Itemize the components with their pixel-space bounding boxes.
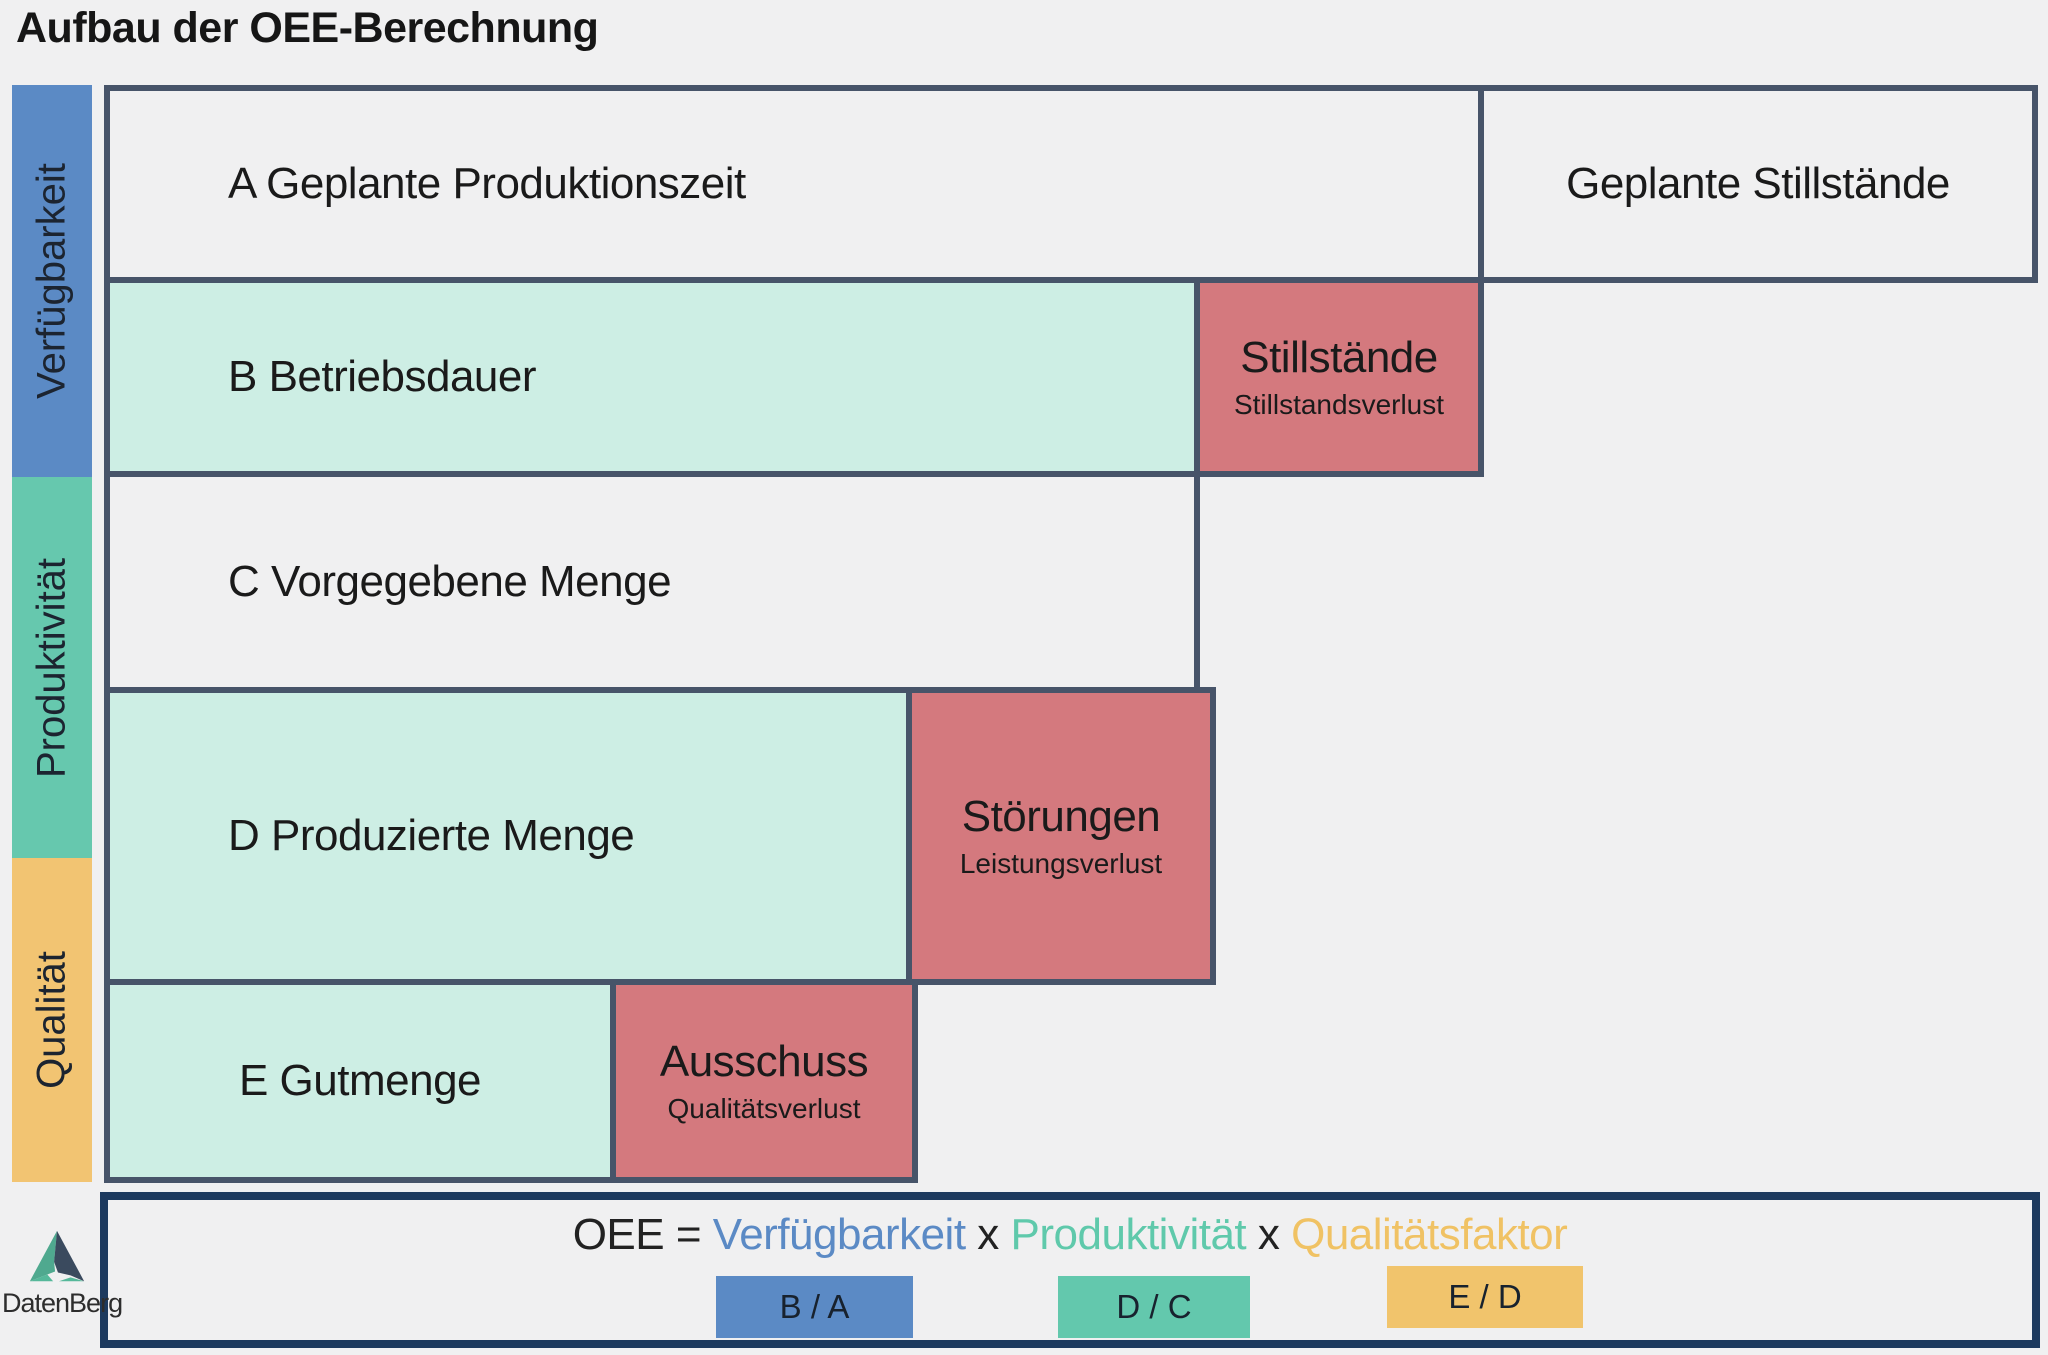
formula-bar: OEE = Verfügbarkeit x Produktivität x Qu… (100, 1192, 2040, 1348)
datenberg-triangle-icon (29, 1230, 85, 1282)
box-good-quantity: E Gutmenge (104, 979, 616, 1183)
sidebar-band-produktivitaet: Produktivität (12, 477, 92, 858)
box-planned-stops: Geplante Stillstände (1478, 85, 2038, 283)
box-produced-quantity-label: D Produzierte Menge (228, 811, 635, 860)
box-downtime-loss-subtitle: Stillstandsverlust (1233, 389, 1445, 420)
box-downtime-loss-title: Stillstände (1240, 333, 1438, 382)
ratio-box-productivity: D / C (1058, 1276, 1250, 1338)
sidebar-label-verfuegbarkeit: Verfügbarkeit (29, 163, 74, 399)
box-performance-loss: Störungen Leistungsverlust (906, 687, 1216, 985)
formula-prefix: OEE = (572, 1210, 702, 1259)
datenberg-logo: DatenBerg (2, 1228, 123, 1319)
formula-operator-1: x (977, 1210, 999, 1259)
box-downtime-loss: Stillstände Stillstandsverlust (1194, 277, 1484, 477)
box-quality-loss-subtitle: Qualitätsverlust (667, 1093, 861, 1124)
box-target-quantity: C Vorgegebene Menge (104, 471, 1200, 693)
box-performance-loss-title: Störungen (961, 792, 1161, 841)
ratio-box-quality: E / D (1387, 1266, 1583, 1328)
box-planned-production-time-label: A Geplante Produktionszeit (228, 159, 746, 208)
page-title: Aufbau der OEE-Berechnung (16, 4, 599, 52)
box-planned-production-time: A Geplante Produktionszeit (104, 85, 1484, 283)
formula-term-availability: Verfügbarkeit (712, 1210, 966, 1259)
sidebar-label-produktivitaet: Produktivität (29, 557, 74, 778)
formula-term-productivity: Produktivität (1010, 1210, 1247, 1259)
formula-text: OEE = Verfügbarkeit x Produktivität x Qu… (108, 1210, 2032, 1260)
box-quality-loss-title: Ausschuss (659, 1037, 869, 1086)
box-planned-stops-label: Geplante Stillstände (1566, 159, 1950, 208)
box-produced-quantity: D Produzierte Menge (104, 687, 912, 985)
box-operating-time: B Betriebsdauer (104, 277, 1200, 477)
formula-operator-2: x (1257, 1210, 1280, 1259)
box-quality-loss: Ausschuss Qualitätsverlust (610, 979, 918, 1183)
sidebar-band-verfuegbarkeit: Verfügbarkeit (12, 85, 92, 477)
box-target-quantity-label: C Vorgegebene Menge (228, 557, 672, 606)
ratio-box-availability: B / A (716, 1276, 913, 1338)
datenberg-logo-text: DatenBerg (2, 1288, 123, 1318)
box-operating-time-label: B Betriebsdauer (228, 352, 537, 401)
box-good-quantity-label: E Gutmenge (238, 1056, 482, 1105)
formula-term-quality: Qualitätsfaktor (1291, 1210, 1568, 1259)
sidebar-band-qualitaet: Qualität (12, 858, 92, 1182)
sidebar-label-qualitaet: Qualität (29, 951, 74, 1089)
box-performance-loss-subtitle: Leistungsverlust (959, 848, 1163, 879)
